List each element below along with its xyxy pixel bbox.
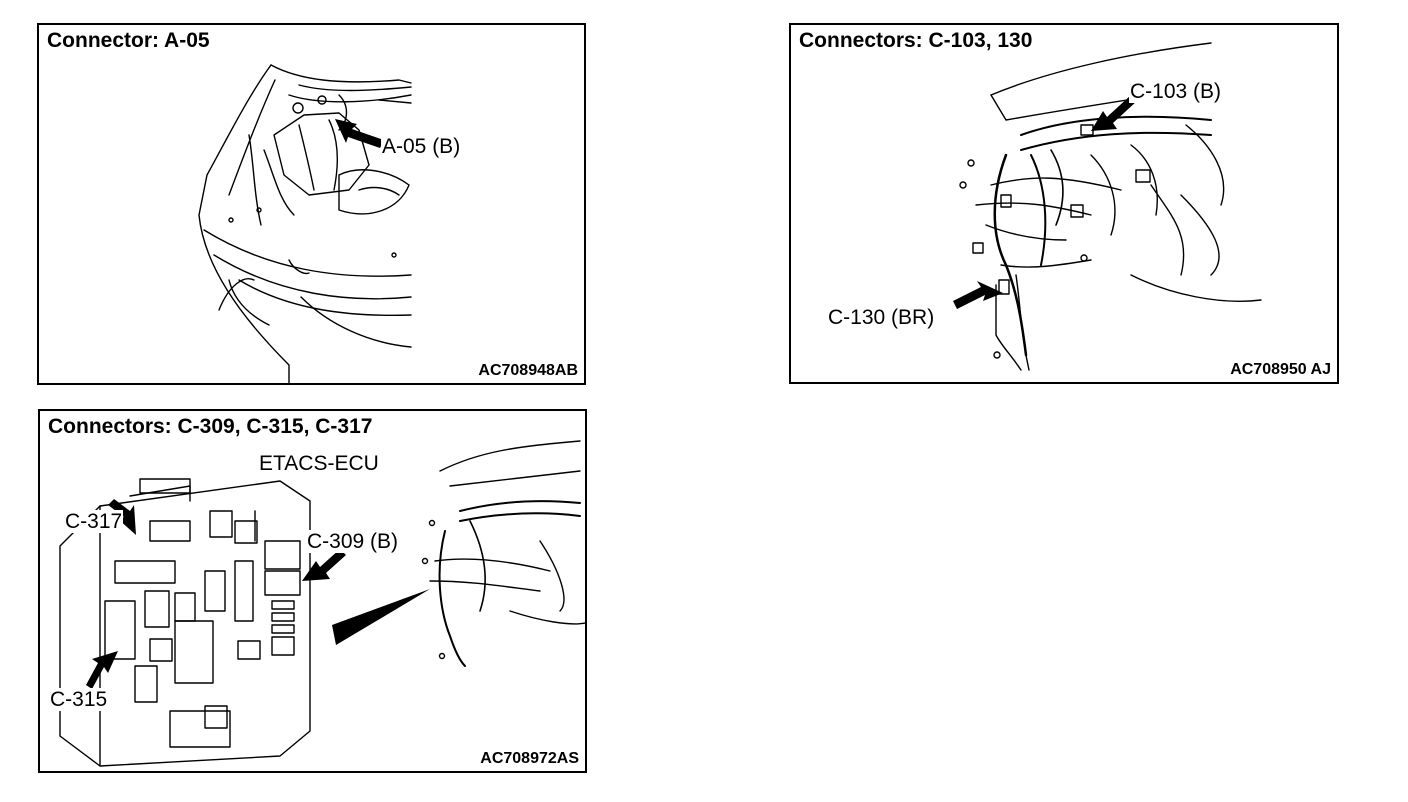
engine-bay-illustration: [198, 64, 412, 383]
callout-c309-label: C-309 (B): [306, 530, 400, 554]
figure-code: AC708948AB: [478, 362, 578, 379]
callout-a05-label: A-05 (B): [381, 135, 462, 159]
callout-c317-label: C-317: [64, 510, 124, 534]
component-label: ETACS-ECU: [258, 452, 380, 476]
panel-title: Connectors: C-103, 130: [799, 29, 1033, 52]
figure-code: AC708972AS: [480, 750, 579, 767]
panel-title: Connector: A-05: [47, 29, 210, 52]
etacs-ecu-illustration: [59, 440, 585, 767]
dashboard-harness-illustration: [953, 42, 1262, 371]
connectors-c103-c130-panel: Connectors: C-103, 130: [789, 23, 1339, 384]
panel-title: Connectors: C-309, C-315, C-317: [48, 415, 373, 438]
connectors-c309-c315-c317-panel: Connectors: C-309, C-315, C-317: [38, 409, 587, 773]
callout-c103-label: C-103 (B): [1129, 80, 1223, 104]
callout-c130-label: C-130 (BR): [827, 306, 936, 330]
connector-a05-panel: Connector: A-05 A-05 (B) AC708948AB: [37, 23, 586, 385]
figure-code: AC708950 AJ: [1230, 361, 1331, 378]
callout-c315-label: C-315: [49, 688, 109, 712]
